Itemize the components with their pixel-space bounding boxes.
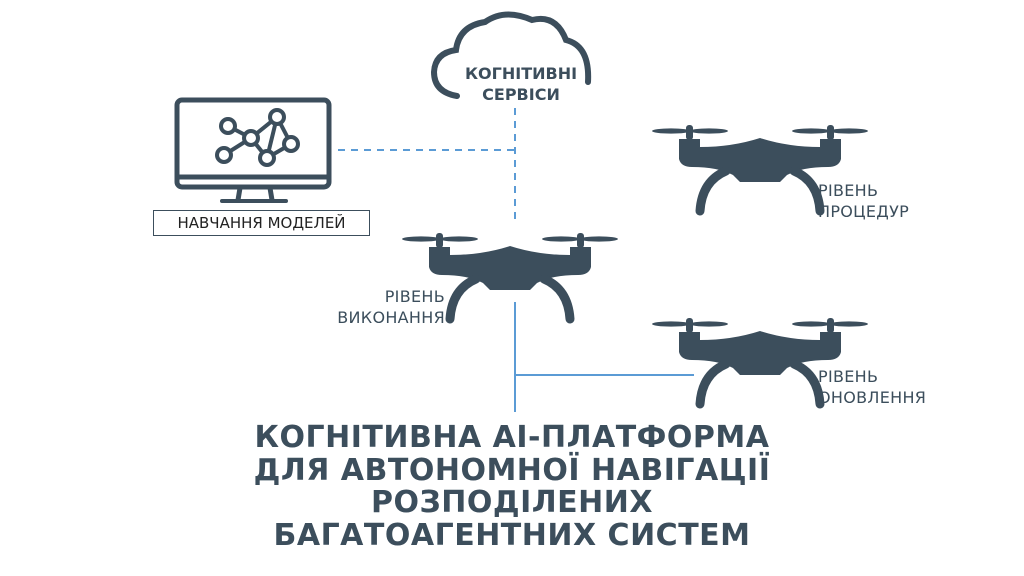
title-line: РОЗПОДІЛЕНИХ xyxy=(370,485,654,520)
level-procedures-line1: РІВЕНЬ xyxy=(818,181,879,200)
network-graph-icon xyxy=(215,108,300,167)
title-line: КОГНІТИВНА AI-ПЛАТФОРМА xyxy=(254,420,770,455)
title-line: БАГАТОАГЕНТНИХ СИСТЕМ xyxy=(273,517,751,553)
level-procedures-label: РІВЕНЬ ПРОЦЕДУР xyxy=(818,180,909,222)
level-procedures-line2: ПРОЦЕДУР xyxy=(818,202,910,221)
level-update-line2: ОНОВЛЕННЯ xyxy=(818,388,927,407)
cloud-label-line1: КОГНІТИВНІ xyxy=(464,64,578,83)
monitor-icon xyxy=(174,97,332,203)
level-execution-line1: РІВЕНЬ xyxy=(384,287,445,306)
cloud-label-line2: СЕРВІСИ xyxy=(482,85,560,104)
title-line: ДЛЯ АВТОНОМНОЇ НАВІГАЦІЇ xyxy=(253,452,771,488)
level-update-label: РІВЕНЬ ОНОВЛЕННЯ xyxy=(818,366,926,408)
diagram-title: КОГНІТИВНА AI-ПЛАТФОРМА ДЛЯ АВТОНОМНОЇ Н… xyxy=(0,420,1024,553)
model-training-label: НАВЧАННЯ МОДЕЛЕЙ xyxy=(153,210,370,236)
level-execution-label: РІВЕНЬ ВИКОНАННЯ xyxy=(300,286,445,328)
level-update-line1: РІВЕНЬ xyxy=(818,367,879,386)
level-execution-line2: ВИКОНАННЯ xyxy=(337,308,445,327)
cloud-icon xyxy=(430,11,592,99)
